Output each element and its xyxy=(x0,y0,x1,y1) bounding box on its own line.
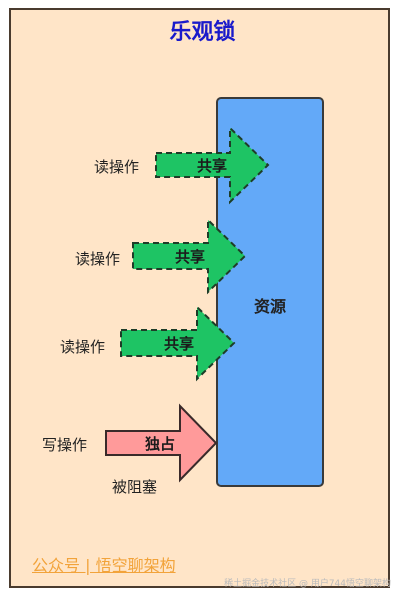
shared-arrow-1-label: 共享 xyxy=(197,157,227,175)
diagram-title: 乐观锁 xyxy=(169,20,236,45)
shared-arrow-2: 共享 xyxy=(132,217,247,295)
blocked-note: 被阻塞 xyxy=(112,478,158,496)
shared-arrow-3-label: 共享 xyxy=(164,335,194,353)
watermark: 稀土掘金技术社区 @ 用户744悟空聊架构 xyxy=(224,579,391,589)
write-operation-label: 写操作 xyxy=(42,436,88,454)
shared-arrow-1: 共享 xyxy=(155,125,270,205)
exclusive-arrow-label: 独占 xyxy=(145,435,175,453)
shared-arrow-3: 共享 xyxy=(120,304,236,382)
resource-label: 资源 xyxy=(253,297,286,316)
read-operation-label-3: 读操作 xyxy=(60,338,106,356)
diagram-canvas xyxy=(9,8,390,588)
read-operation-label-2: 读操作 xyxy=(75,250,121,268)
read-operation-label-1: 读操作 xyxy=(94,158,140,176)
exclusive-arrow: 独占 xyxy=(105,403,218,483)
resource-block xyxy=(216,97,324,487)
footer-link[interactable]: 公众号 | 悟空聊架构 xyxy=(32,556,176,575)
shared-arrow-2-label: 共享 xyxy=(175,248,205,266)
